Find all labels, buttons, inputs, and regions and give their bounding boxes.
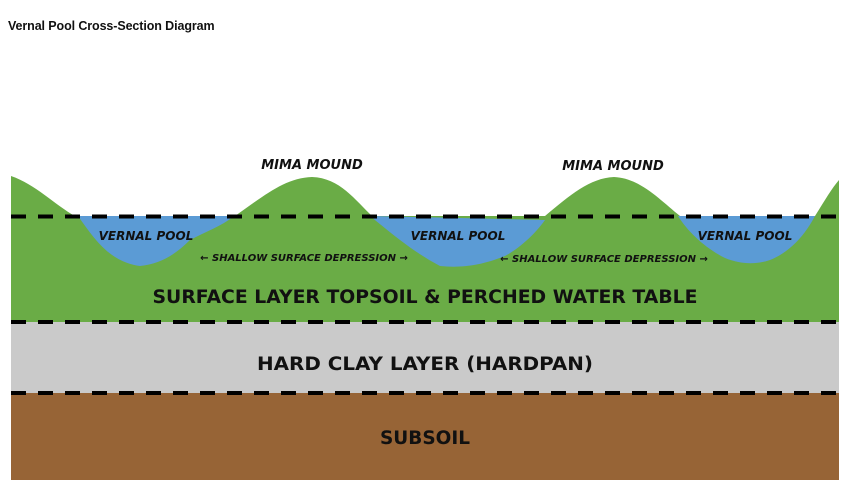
hardpan-layer [11, 322, 839, 393]
subsoil-layer [11, 393, 839, 480]
page-title: Vernal Pool Cross-Section Diagram [8, 19, 215, 33]
mima-mound-label-2: MIMA MOUND [562, 159, 664, 174]
vernal-pool-label-1: VERNAL POOL [99, 229, 194, 243]
vernal-pool-2 [370, 216, 545, 267]
shallow-depression-label-2: ← SHALLOW SURFACE DEPRESSION → [500, 254, 708, 265]
hardpan-layer-label: HARD CLAY LAYER (HARDPAN) [257, 354, 593, 375]
topsoil-layer-label: SURFACE LAYER TOPSOIL & PERCHED WATER TA… [153, 287, 698, 308]
vernal-pool-3 [678, 216, 815, 264]
vernal-pool-label-2: VERNAL POOL [411, 229, 506, 243]
mima-mound-label-1: MIMA MOUND [261, 158, 363, 173]
shallow-depression-label-1: ← SHALLOW SURFACE DEPRESSION → [200, 253, 408, 264]
vernal-pool-label-3: VERNAL POOL [698, 229, 793, 243]
subsoil-layer-label: SUBSOIL [380, 428, 470, 449]
vernal-pool-1 [78, 216, 234, 266]
